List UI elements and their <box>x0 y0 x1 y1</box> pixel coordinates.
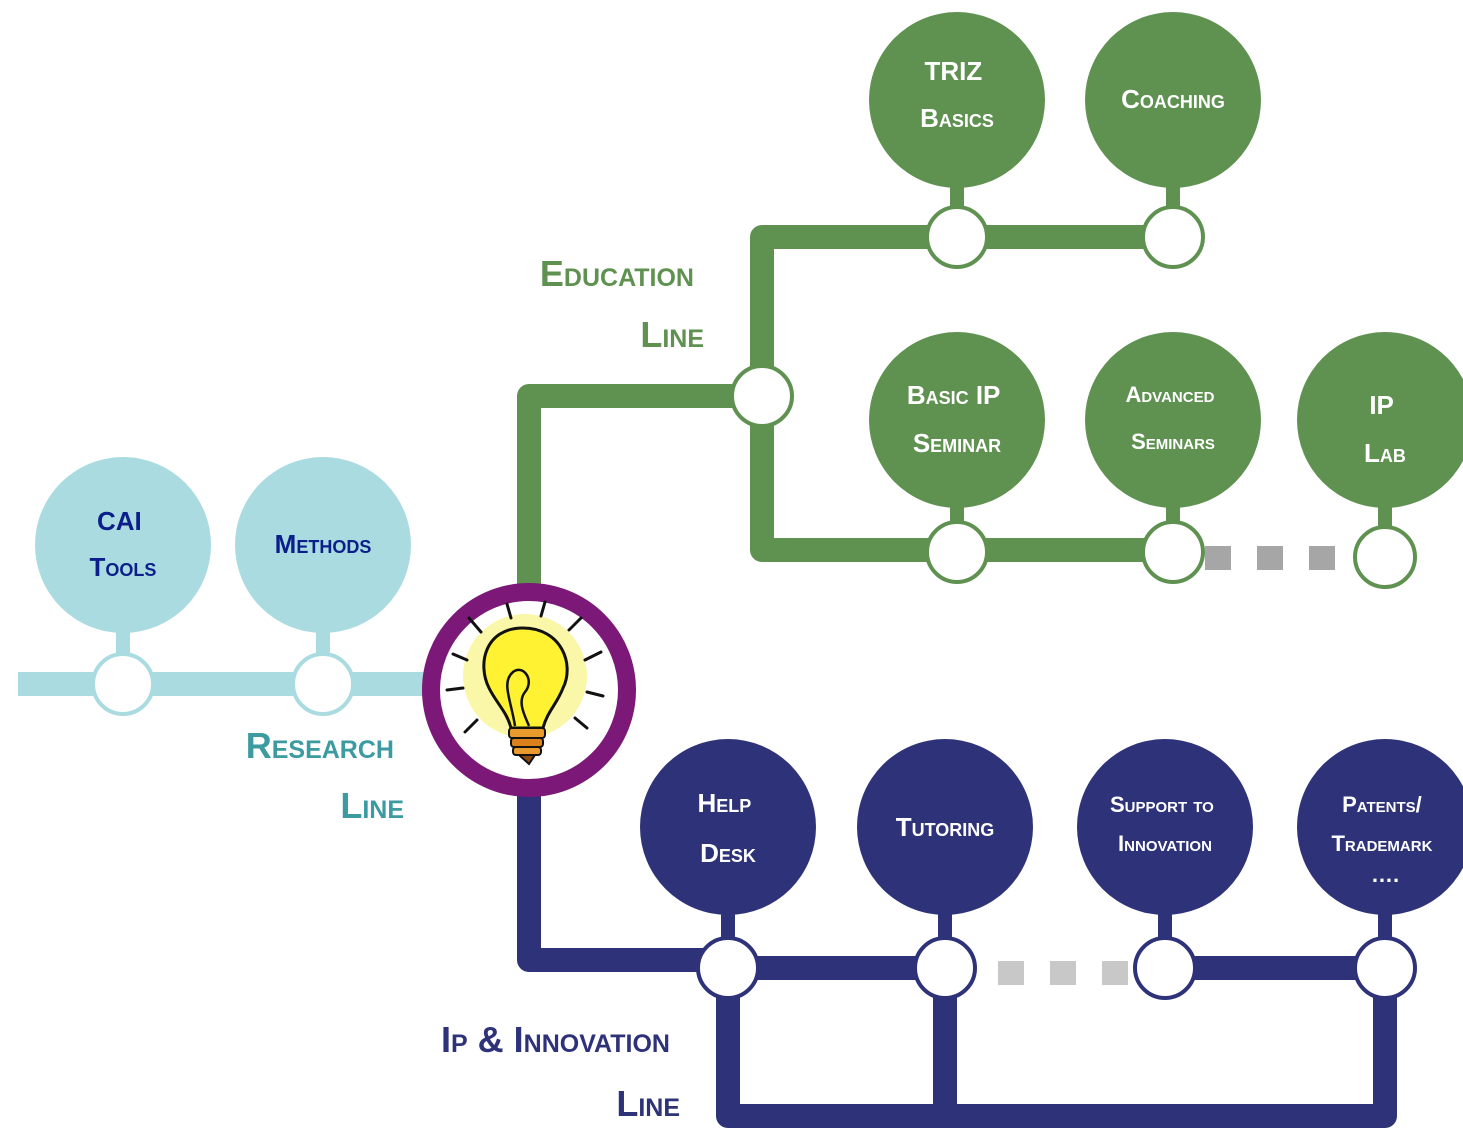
ip-innovation-line: Help Desk Tutoring Support to Innovation… <box>441 739 1463 1128</box>
education-stop-node[interactable] <box>925 205 989 269</box>
research-line: CAI Tools Methods Research Line <box>18 457 430 826</box>
station-label-help-desk: Help Desk <box>697 788 758 868</box>
station-label-methods: Methods <box>275 529 372 559</box>
ip-stop-node[interactable] <box>696 936 760 1000</box>
education-stop-node[interactable] <box>1353 525 1417 589</box>
ip-station-bubble <box>640 739 816 915</box>
ip-bottom-loop <box>716 968 1397 1128</box>
research-station-bubble <box>235 457 411 633</box>
station-label-cai-tools: CAI Tools <box>90 506 157 582</box>
ip-station-bubble <box>1297 739 1463 915</box>
station-label-patents-trademark: Patents/ Trademark …. <box>1331 792 1438 887</box>
station-label-triz-basics: TRIZ Basics <box>920 56 994 133</box>
research-stop-node[interactable] <box>291 652 355 716</box>
education-junction-node[interactable] <box>730 364 794 428</box>
station-label-basic-ip-seminar: Basic IP Seminar <box>907 380 1007 458</box>
education-station-bubble <box>1297 332 1463 508</box>
ip-trunk <box>517 780 728 972</box>
ip-station-bubble <box>1077 739 1253 915</box>
ip-line-label: Ip & Innovation Line <box>441 1019 680 1124</box>
research-stop-node[interactable] <box>91 652 155 716</box>
station-label-coaching: Coaching <box>1121 84 1225 114</box>
education-stop-node[interactable] <box>1141 520 1205 584</box>
station-label-ip-lab: IP Lab <box>1364 390 1406 468</box>
education-stop-node[interactable] <box>925 520 989 584</box>
light-bulb-icon <box>445 600 605 766</box>
ip-station-bubble <box>857 739 1033 915</box>
education-line-label: Education Line <box>540 253 704 355</box>
education-station-bubble <box>1085 332 1261 508</box>
research-station-bubble <box>35 457 211 633</box>
education-station-bubble <box>1085 12 1261 188</box>
ip-stop-node[interactable] <box>1353 936 1417 1000</box>
research-line-label: Research Line <box>246 725 404 826</box>
education-station-bubble <box>869 12 1045 188</box>
station-label-advanced-seminars: Advanced Seminars <box>1125 382 1220 454</box>
education-line: TRIZ Basics Coaching Basic IP Seminar Ad… <box>517 12 1463 590</box>
ip-stop-node[interactable] <box>913 936 977 1000</box>
station-label-support-to-innovation: Support to Innovation <box>1110 792 1220 856</box>
hub-node[interactable] <box>422 583 636 797</box>
station-label-tutoring: Tutoring <box>896 812 995 842</box>
ip-stop-node[interactable] <box>1133 936 1197 1000</box>
education-station-bubble <box>869 332 1045 508</box>
education-stop-node[interactable] <box>1141 205 1205 269</box>
education-trunk <box>517 384 762 590</box>
